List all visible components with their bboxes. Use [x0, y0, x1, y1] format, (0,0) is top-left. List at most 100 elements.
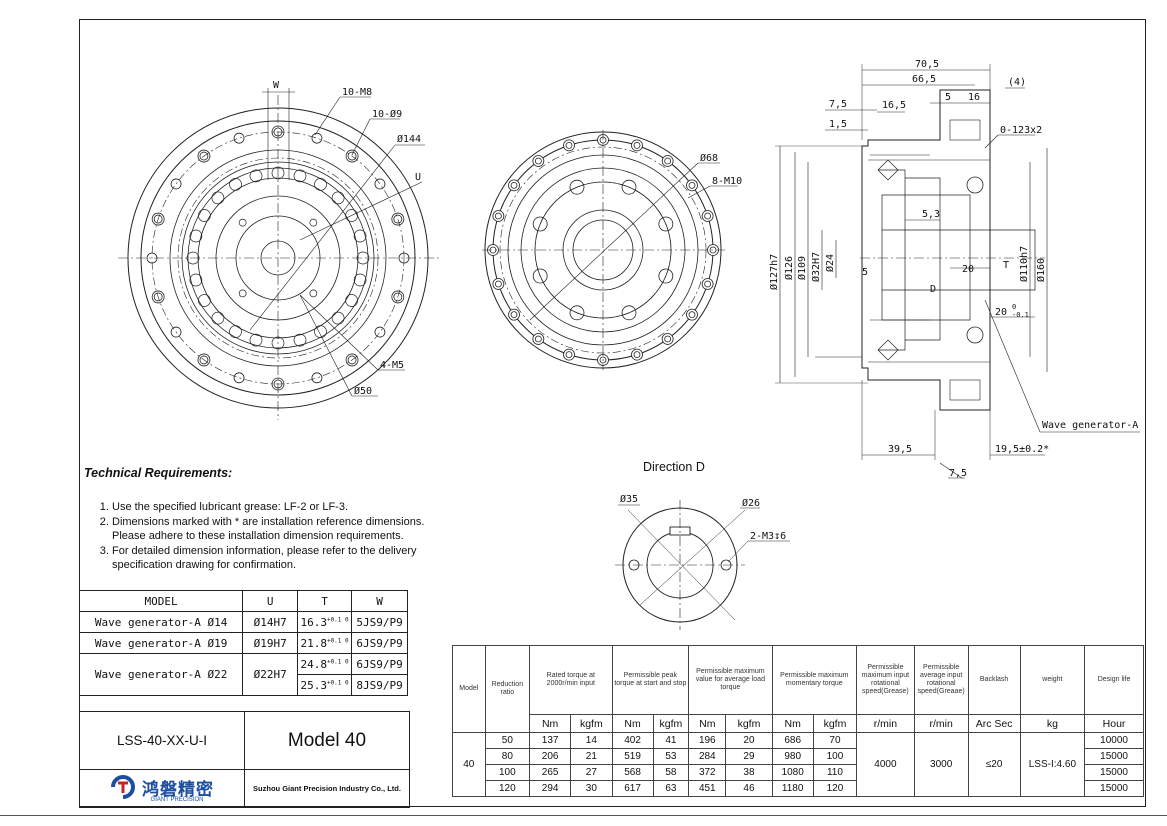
hdr-ratio: Reduction ratio	[484, 645, 531, 733]
bolt-hole-inner	[565, 351, 573, 359]
dim-20-tol: 20	[995, 307, 1007, 318]
drawing-frame	[79, 19, 1146, 807]
rear-view: Ø68 8-M10	[482, 130, 742, 370]
dim-5-mid: 5	[862, 267, 868, 278]
spec-cell: 58	[652, 764, 690, 781]
unit-cell: Nm	[771, 714, 814, 733]
bolt-hole	[631, 348, 643, 361]
dim-5-top: 5	[945, 92, 951, 103]
m10-hole	[658, 268, 674, 284]
spec-cell: 15000	[1084, 780, 1144, 797]
roller	[229, 325, 242, 338]
bolt-hole	[151, 290, 165, 304]
bolt-hole	[170, 326, 182, 338]
spec-cell: 21	[570, 748, 613, 765]
t-cell: 21.8+0.1 0	[297, 632, 353, 654]
dim-t: T	[1003, 260, 1009, 271]
tech-list: Use the specified lubricant grease: LF-2…	[84, 500, 434, 572]
roller	[314, 178, 327, 191]
roller	[345, 294, 358, 307]
unit-cell: Arc Sec	[967, 714, 1021, 733]
tech-item: Use the specified lubricant grease: LF-2…	[112, 500, 434, 514]
unit-cell: r/min	[913, 714, 969, 733]
bolt-hole-inner	[704, 280, 712, 288]
spec-cell: 29	[725, 748, 773, 765]
wave-generator-label: Wave generator-A	[1042, 420, 1138, 431]
w-cell: 5JS9/P9	[351, 611, 408, 633]
bolt-hole	[661, 333, 674, 345]
spec-cell: LSS-I:4.60	[1019, 732, 1086, 797]
bolt-hole	[508, 179, 520, 192]
spec-cell: 70	[812, 732, 858, 749]
spec-cell: 120	[484, 780, 531, 797]
bolt-hole-inner	[393, 292, 403, 302]
bolt-hole-inner	[565, 141, 573, 149]
dim-20-tol-upper: 0	[1012, 303, 1016, 311]
spec-cell: 265	[529, 764, 572, 781]
spec-cell: 15000	[1084, 748, 1144, 765]
spec-cell: 40	[452, 732, 486, 797]
m10-hole	[621, 305, 637, 321]
bolt-hole-inner	[153, 214, 163, 224]
model-header: MODEL	[78, 590, 244, 612]
bolt-hole-inner	[199, 151, 209, 161]
tech-heading: Technical Requirements:	[84, 466, 233, 480]
bolt-hole	[661, 155, 674, 167]
spec-cell: 519	[611, 748, 654, 765]
w-cell: 6JS9/P9	[351, 653, 408, 675]
t-cell: 24.8+0.1 0	[297, 653, 353, 675]
bolt-hole-inner	[199, 355, 209, 365]
spec-cell: 63	[652, 780, 690, 797]
bolt-hole	[701, 278, 714, 290]
bolt-hole	[374, 178, 386, 190]
w-label: W	[273, 80, 280, 91]
callout-8-m10: 8-M10	[712, 176, 742, 187]
callout-4-m5: 4-M5	[380, 360, 404, 371]
bolt-hole-inner	[153, 292, 163, 302]
spec-cell: 137	[529, 732, 572, 749]
spec-cell: 120	[812, 780, 858, 797]
spec-cell: 372	[688, 764, 727, 781]
spec-cell: 30	[570, 780, 613, 797]
bolt-hole	[532, 155, 545, 167]
bolt-hole	[311, 132, 323, 144]
table-row: Wave generator-A Ø19 Ø19H7 21.8+0.1 0 6J…	[78, 632, 408, 654]
m10-hole	[532, 216, 548, 232]
bolt-hole	[151, 212, 165, 226]
spec-cell: 686	[771, 732, 814, 749]
bolt-hole	[686, 308, 698, 321]
table-row: Wave generator-A Ø22 Ø22H7 24.8+0.1 0 6J…	[78, 653, 408, 696]
dim-19-5: 19,5±0.2*	[995, 444, 1049, 455]
bolt-hole	[701, 210, 714, 222]
roller	[293, 169, 307, 183]
bolt-hole-inner	[688, 181, 696, 189]
bolt-hole	[391, 290, 405, 304]
model-cell: Wave generator-A Ø19	[78, 632, 244, 654]
bolt-hole-inner	[599, 356, 607, 364]
callout-phi50: Ø50	[354, 385, 372, 397]
dim-d: D	[930, 284, 936, 295]
bolt-hole	[492, 210, 505, 222]
hdr-weight: weight	[1019, 645, 1086, 715]
dim-1-5: 1,5	[829, 119, 847, 130]
bolt-hole	[492, 278, 505, 290]
roller	[249, 169, 263, 183]
direction-view: Direction D Ø35 Ø26 2-M3↧6	[615, 460, 790, 630]
dim-phi35: Ø35	[620, 493, 638, 505]
spec-cell: 451	[688, 780, 727, 797]
bolt-hole-inner	[494, 280, 502, 288]
dim-16: 16	[968, 92, 980, 103]
dim-16-5: 16,5	[882, 100, 906, 111]
logo-subtext: GIANT PRECISION	[150, 796, 204, 803]
section-view: 70,5 66,5 (4) 7,5 16,5 5 16 1,5 0-123x2 …	[768, 59, 1140, 479]
roller	[331, 191, 345, 205]
unit-cell: kgfm	[725, 714, 773, 733]
bolt-hole-inner	[688, 311, 696, 319]
roller	[331, 311, 345, 325]
spec-cell: 1080	[771, 764, 814, 781]
roller	[353, 229, 367, 243]
model-cell: Wave generator-A Ø22	[78, 653, 244, 696]
dim-phi110h7: Ø110h7	[1018, 246, 1030, 282]
